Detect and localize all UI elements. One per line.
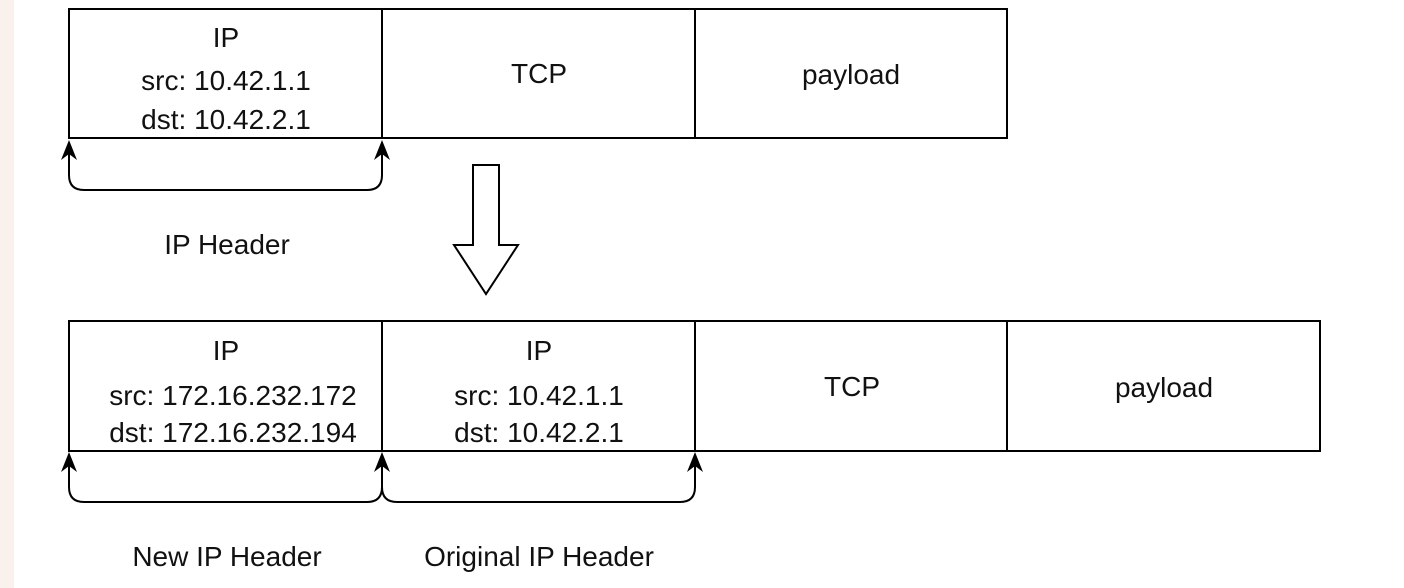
transform-down-arrow-icon [452, 164, 520, 296]
top-packet: IP src: 10.42.1.1 dst: 10.42.2.1 TCP pay… [68, 8, 1008, 139]
top-payload-label: payload [802, 59, 900, 90]
top-ip-title: IP [213, 22, 239, 53]
new-ip-dst: dst: 172.16.232.194 [109, 417, 357, 448]
brace-arrow-up-icon [374, 140, 390, 160]
top-tcp-cell [381, 8, 696, 139]
new-ip-title: IP [213, 335, 239, 366]
bottom-packet: IP src: 172.16.232.172 dst: 172.16.232.1… [68, 320, 1321, 452]
new-ip-header-brace [61, 452, 390, 503]
bottom-payload-cell [1006, 320, 1321, 452]
top-ip-header-label: IP Header [164, 229, 290, 260]
brace-arrow-up-icon [687, 452, 703, 472]
bottom-tcp-label: TCP [824, 371, 880, 402]
top-ip-header-brace [61, 140, 390, 191]
top-ip-dst: dst: 10.42.2.1 [141, 104, 311, 135]
top-payload-cell [694, 8, 1008, 139]
orig-ip-title: IP [526, 335, 552, 366]
orig-ip-dst: dst: 10.42.2.1 [454, 417, 624, 448]
new-ip-header-label: New IP Header [132, 541, 321, 572]
orig-ip-src: src: 10.42.1.1 [454, 380, 624, 411]
new-ip-src: src: 172.16.232.172 [109, 380, 357, 411]
top-ip-src: src: 10.42.1.1 [141, 65, 311, 96]
original-ip-header-label: Original IP Header [424, 541, 654, 572]
left-edge-strip [0, 0, 14, 588]
original-ip-header-brace [381, 452, 703, 503]
brace-arrow-up-icon [61, 452, 77, 472]
bottom-payload-label: payload [1115, 372, 1213, 403]
top-tcp-label: TCP [511, 58, 567, 89]
bottom-new-ip-cell [68, 320, 383, 452]
brace-arrow-up-icon [61, 140, 77, 160]
